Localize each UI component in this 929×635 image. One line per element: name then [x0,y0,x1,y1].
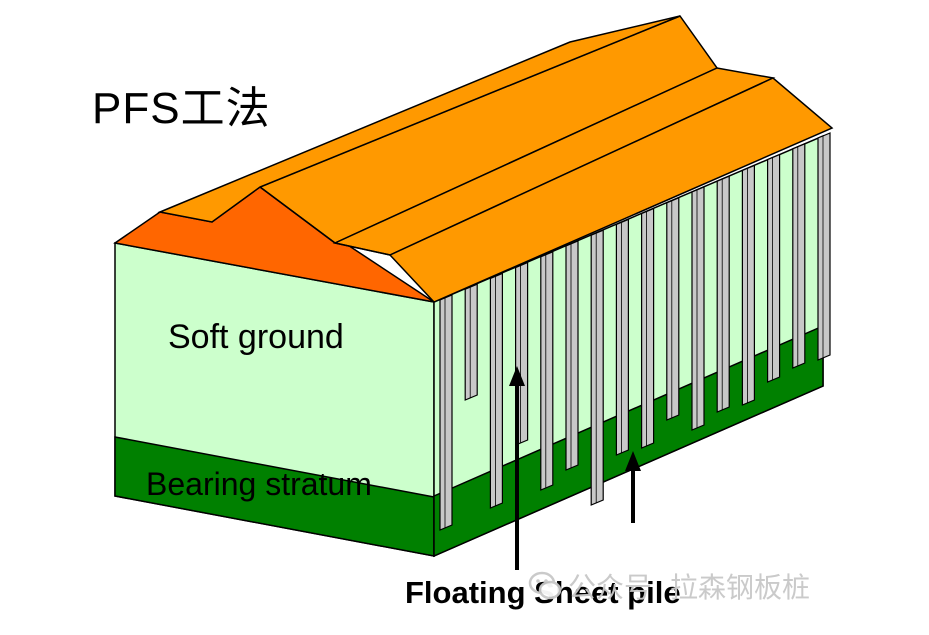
sheet-pile [540,250,554,491]
sheet-pile [489,272,503,509]
embankment-left-berm [157,15,681,223]
pile-arrow-left [509,366,525,570]
sheet-pile [565,240,579,471]
sheet-pile [817,132,831,361]
sheet-pile [691,186,705,431]
sheet-pile [439,294,453,531]
watermark-source: 公众号 [568,572,653,603]
sheet-pile [766,153,781,383]
sheet-pile [716,175,730,413]
diagram-title: PFS工法 [92,84,271,133]
soft-ground-label: Soft ground [168,318,344,356]
sheet-pile [615,218,630,456]
pile-arrow-right [625,451,641,523]
sheet-pile [640,207,655,449]
wechat-logo-icon [528,571,562,600]
sheet-pile [464,283,478,401]
sheet-pile [792,142,806,369]
sheet-pile [590,229,604,506]
sheet-pile [666,196,680,421]
watermark-account: 拉森钢板桩 [670,572,811,603]
sheet-pile-row [439,132,831,531]
bearing-stratum-label: Bearing stratum [146,466,372,502]
watermark: 公众号 拉森钢板桩 [528,568,810,604]
sheet-pile [741,164,756,406]
embankment-right-berm [388,77,834,303]
